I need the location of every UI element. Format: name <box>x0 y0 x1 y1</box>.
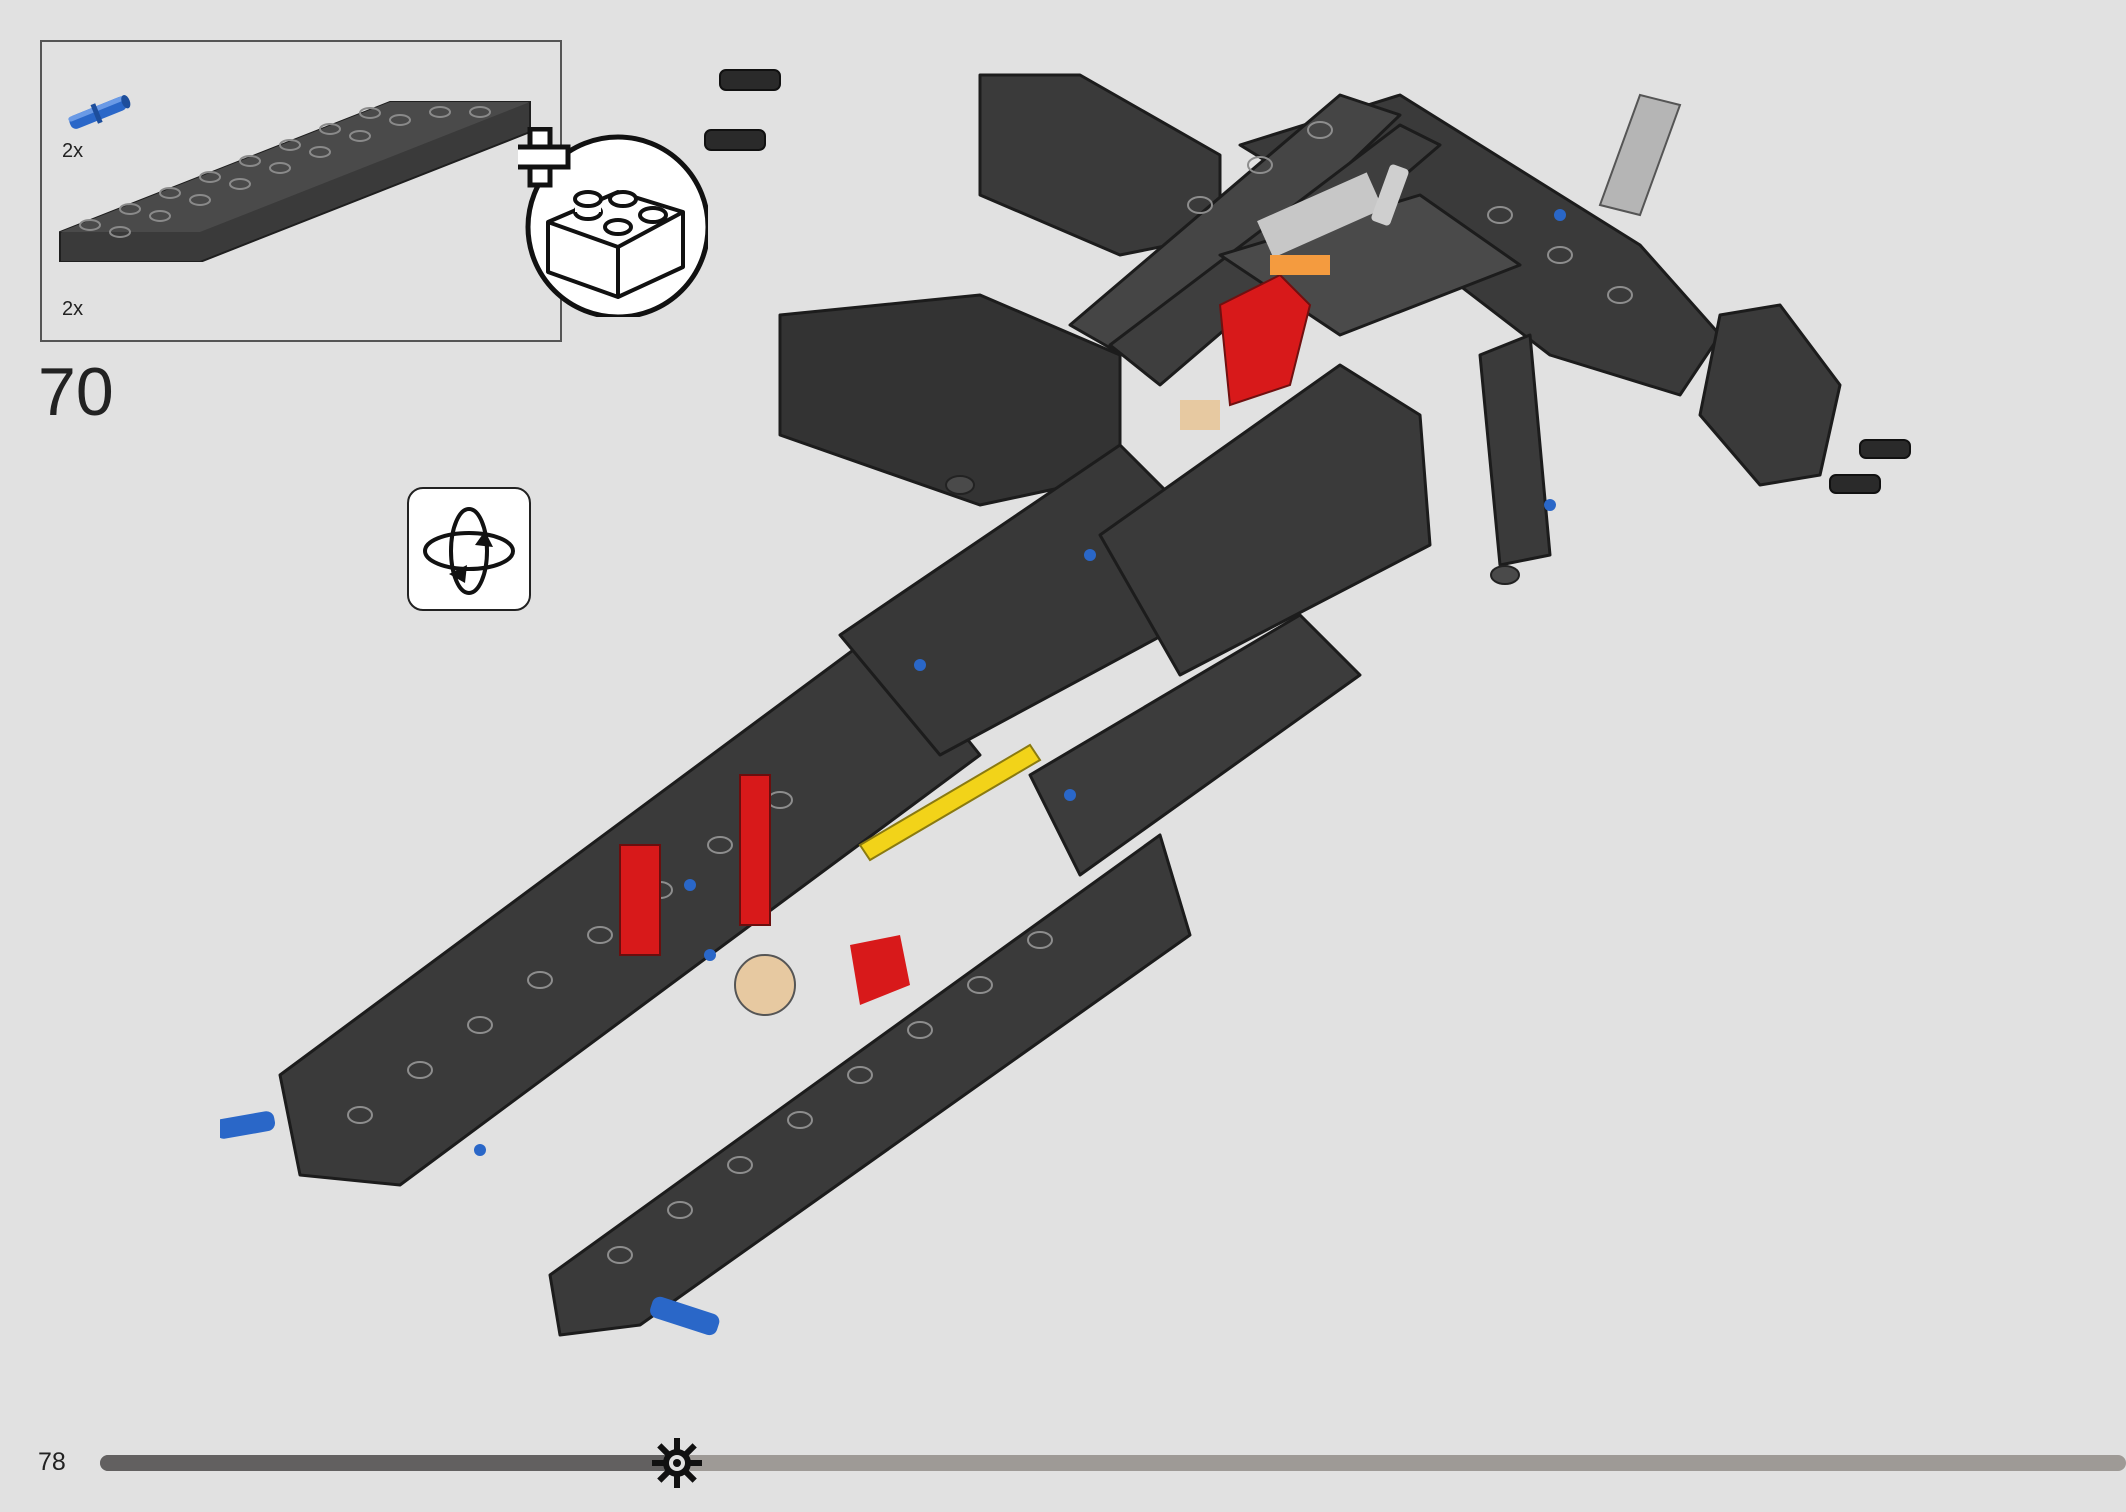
add-brick-icon <box>518 127 708 317</box>
rotate-model-icon <box>423 507 515 595</box>
part-quantity: 2x <box>62 298 84 320</box>
step-number: 70 <box>38 354 114 430</box>
part-quantity: 2x <box>62 140 84 162</box>
progress-bar-fill <box>100 1455 678 1471</box>
page-number: 78 <box>38 1448 66 1476</box>
parts-list-box: 2x 2x <box>40 40 562 342</box>
progress-bar <box>100 1455 2126 1471</box>
blue-pin-icon <box>68 95 131 129</box>
model-assembly-illustration <box>220 69 1911 1337</box>
rotate-model-button[interactable] <box>407 487 531 611</box>
progress-gear-icon <box>652 1438 703 1488</box>
